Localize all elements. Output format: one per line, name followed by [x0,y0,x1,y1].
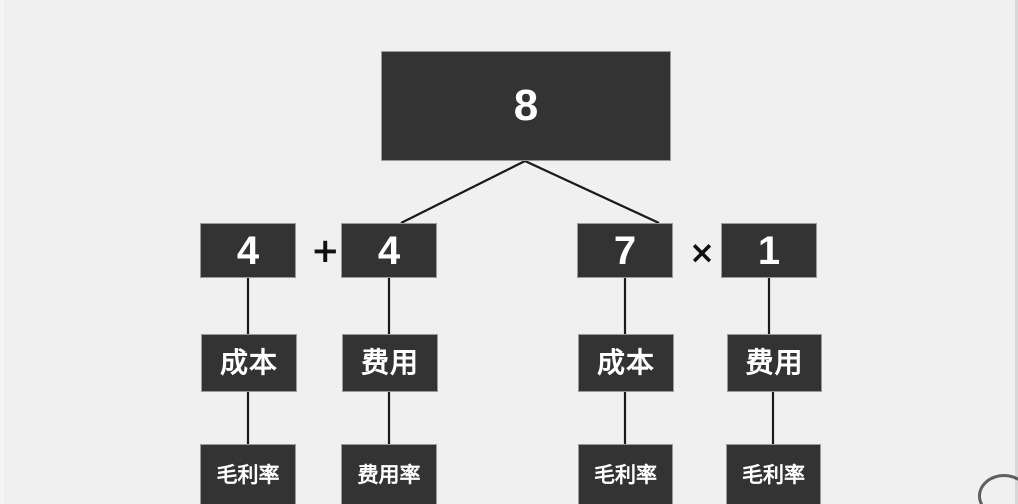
node-col4-metric[interactable]: 毛利率 [726,444,821,504]
node-col1-metric[interactable]: 毛利率 [200,444,296,504]
root-node[interactable]: 8 [381,51,671,161]
node-col2-category[interactable]: 费用 [342,334,438,392]
operator-times-icon: × [689,235,715,271]
corner-arc-decoration [978,474,1018,504]
node-col1-value[interactable]: 4 [200,223,296,278]
node-col2-value[interactable]: 4 [341,223,437,278]
node-col3-metric[interactable]: 毛利率 [578,444,673,504]
node-col3-category[interactable]: 成本 [578,334,674,392]
node-col3-value[interactable]: 7 [577,223,673,278]
link-root-to-col3 [524,160,660,224]
node-col2-metric[interactable]: 费用率 [341,444,437,504]
node-col4-value[interactable]: 1 [721,223,817,278]
node-col1-category[interactable]: 成本 [201,334,297,392]
right-edge-strip [1015,0,1018,504]
operator-plus-icon: + [311,231,340,271]
left-edge-strip [0,0,4,504]
node-col4-category[interactable]: 费用 [727,334,822,392]
link-root-to-col2 [400,160,526,224]
